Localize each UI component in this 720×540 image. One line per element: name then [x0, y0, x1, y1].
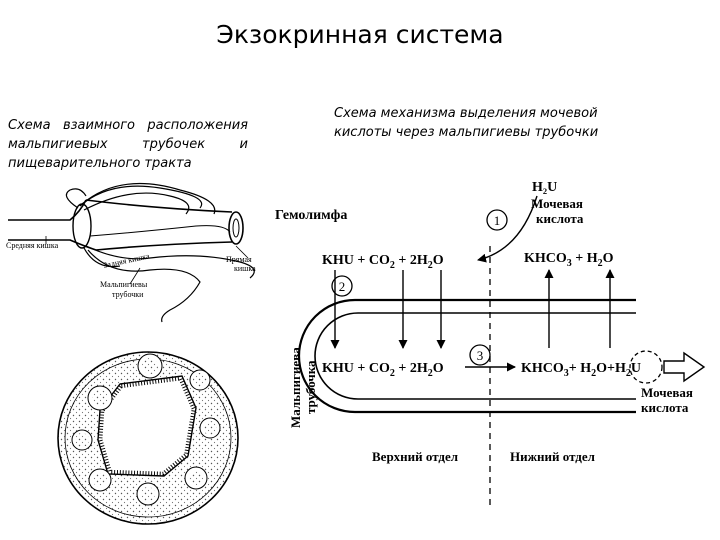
top-equation-right: KHCO3 + H2O	[524, 251, 614, 269]
right-caption: Схема механизма выделения мочевой кислот…	[334, 106, 599, 140]
step-marker-1: 1	[486, 209, 508, 231]
lower-section-label: Нижний отдел	[510, 449, 595, 464]
svg-text:3: 3	[477, 348, 484, 363]
left-caption: Схема взаимного расположения мальпигиевы…	[8, 118, 248, 171]
step-marker-2: 2	[331, 275, 353, 297]
step-marker-3: 3	[469, 344, 491, 366]
tubule-label: Мальпигиеватрубочка	[288, 347, 318, 428]
svg-text:1: 1	[494, 213, 501, 228]
page-title: Экзокринная система	[216, 20, 504, 49]
bottom-equation-right: KHCO3+ H2O+H2U	[521, 361, 641, 379]
top-equation-left: KHU + CO2 + 2H2O	[322, 253, 444, 271]
hemolymph-label: Гемолимфа	[275, 208, 347, 223]
upper-section-label: Верхний отдел	[372, 449, 458, 464]
svg-text:2: 2	[339, 279, 346, 294]
uric-acid-highlight	[629, 350, 663, 384]
uric-acid-in-formula: H₂U	[532, 180, 557, 195]
outflow-arrow-icon	[663, 351, 706, 383]
bottom-equation-left: KHU + CO2 + 2H2O	[322, 361, 444, 379]
tubule-cross-section	[57, 351, 239, 525]
midgut-label: Средняя кишка	[6, 241, 59, 250]
hindgut-label: Задняя кишка	[103, 251, 151, 270]
